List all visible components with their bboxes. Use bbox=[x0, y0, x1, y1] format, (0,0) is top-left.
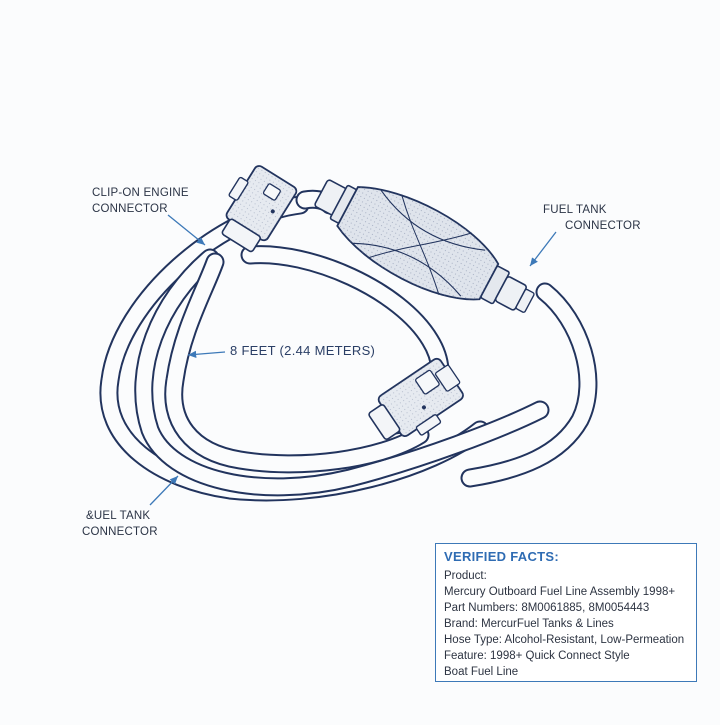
verified-facts-title: VERIFIED FACTS: bbox=[444, 549, 560, 564]
fact-line: Mercury Outboard Fuel Line Assembly 1998… bbox=[444, 586, 676, 598]
fact-line: Boat Fuel Line bbox=[444, 666, 519, 678]
callout-arrows bbox=[149, 214, 557, 506]
fact-line: Brand: MercurFuel Tanks & Lines bbox=[444, 618, 614, 630]
fuel-tank-connector-label-top: FUEL TANK CONNECTOR bbox=[543, 204, 641, 232]
fact-line: Part Numbers: 8M0061885, 8M0054443 bbox=[444, 602, 650, 614]
hose-length-label: 8 FEET (2.44 METERS) bbox=[230, 343, 376, 358]
hose-coil bbox=[99, 189, 598, 502]
clip-on-engine-connector-label: CLIP-ON ENGINE CONNECTOR bbox=[92, 187, 189, 215]
tank-connector-arrow bbox=[529, 231, 557, 267]
engine-connector bbox=[221, 165, 298, 253]
bottom-tank-connector-arrow bbox=[149, 475, 179, 506]
fuel-tank-connector-label-bottom: &UEL TANK CONNECTOR bbox=[82, 510, 158, 538]
verified-facts-box: VERIFIED FACTS: Product: Mercury Outboar… bbox=[435, 543, 697, 682]
fact-line: Hose Type: Alcohol-Resistant, Low-Permea… bbox=[444, 634, 685, 646]
fact-line: Product: bbox=[444, 570, 487, 582]
tank-connector bbox=[368, 357, 464, 440]
engine-connector-arrow bbox=[167, 214, 206, 246]
primer-bulb bbox=[314, 179, 535, 313]
fact-line: Feature: 1998+ Quick Connect Style bbox=[444, 650, 630, 662]
length-arrow bbox=[187, 350, 226, 358]
